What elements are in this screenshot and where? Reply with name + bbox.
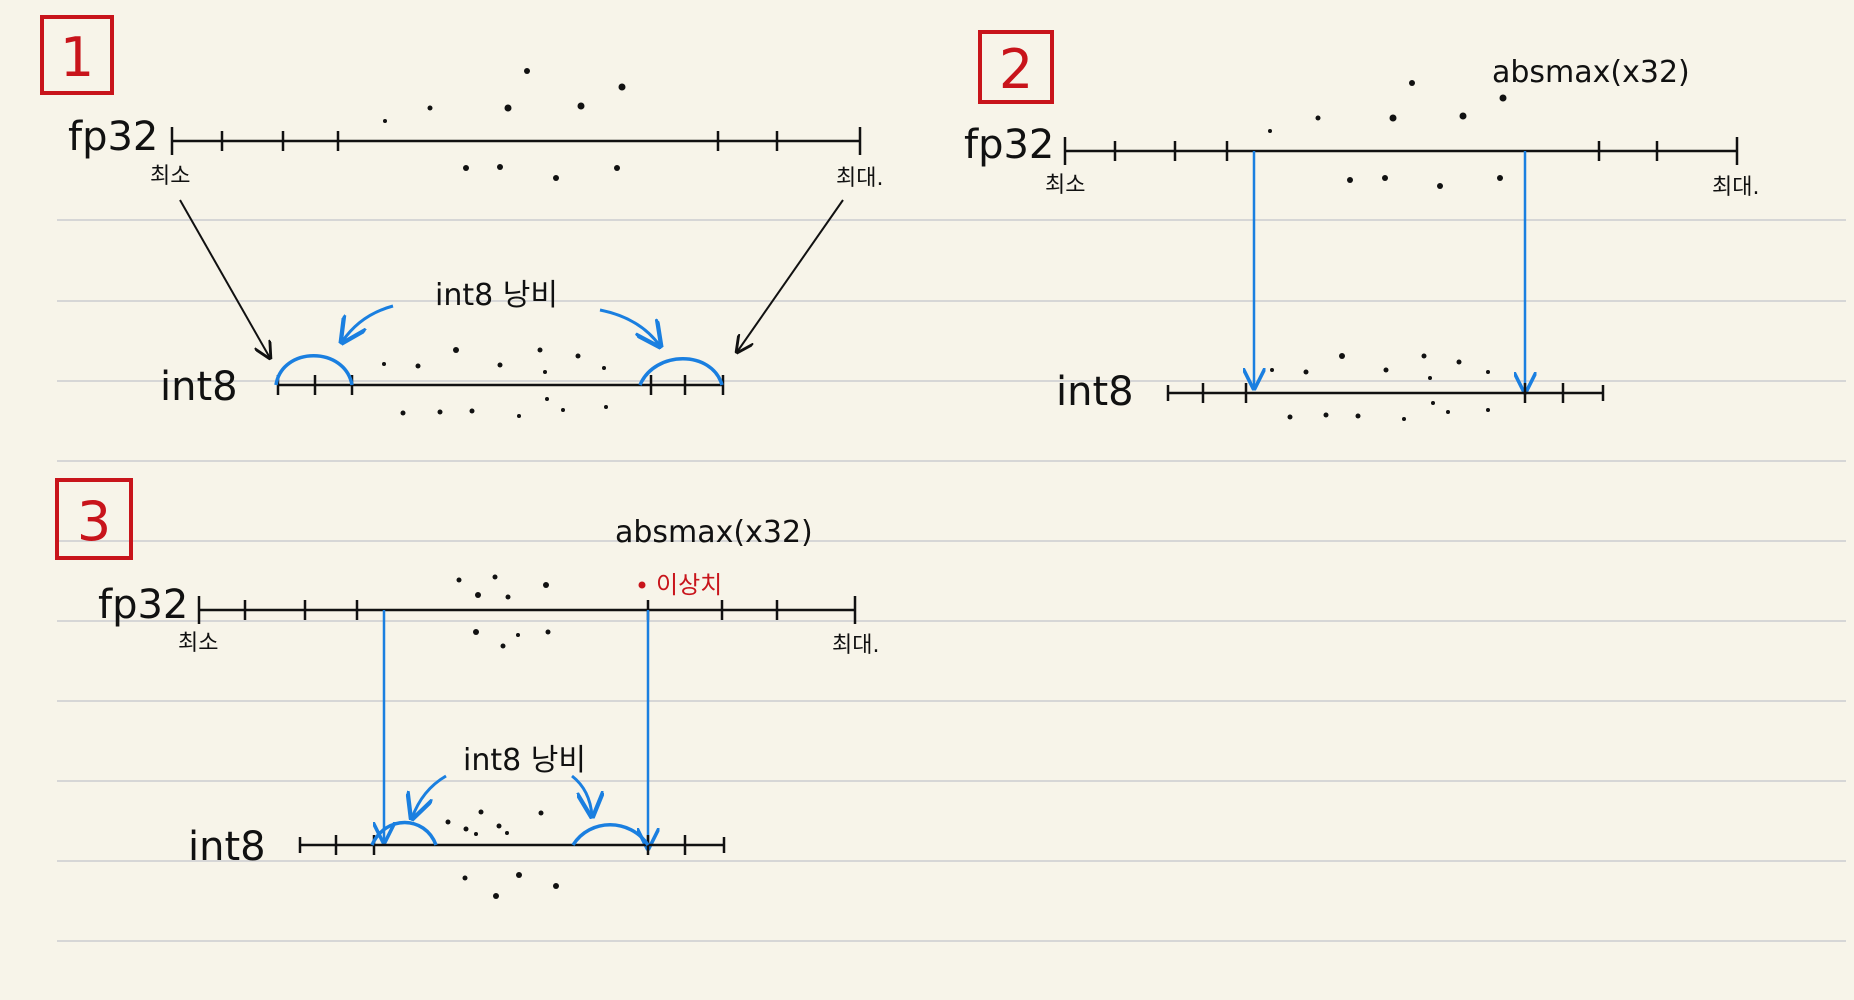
ruled-lines	[57, 219, 1846, 942]
max-label: 최대.	[1712, 175, 1759, 200]
min-label: 최소	[1045, 173, 1085, 198]
fp32-label: fp32	[98, 582, 188, 628]
panel-3: 3 absmax(x32) 이상치 fp32 최소 최대. int8 낭비	[55, 478, 879, 899]
panel-number-box	[40, 15, 114, 95]
waste-arrow-left	[342, 304, 394, 342]
fp32-axis	[170, 127, 862, 155]
int8-waste-label: int8 낭비	[463, 743, 586, 778]
panel-2: 2 absmax(x32) fp32 최소 최대. int8	[964, 30, 1759, 421]
panel-number-box	[978, 30, 1054, 104]
waste-arc-left	[274, 354, 354, 386]
mapping-arrow-left	[179, 199, 270, 358]
fp32-points	[383, 68, 626, 181]
waste-arrow-left	[412, 774, 447, 818]
fp32-points	[1268, 80, 1507, 189]
fp32-axis	[1063, 137, 1739, 165]
mapping-arrow-right	[737, 199, 844, 352]
fp32-points	[456, 574, 551, 649]
int8-points	[445, 809, 559, 899]
min-label: 최소	[150, 164, 190, 189]
waste-arrow-right	[571, 774, 592, 816]
panel-number: 2	[999, 38, 1033, 101]
int8-points	[1270, 353, 1490, 421]
int8-axis	[1166, 383, 1605, 403]
panel-number: 1	[60, 26, 94, 89]
outlier-dot	[638, 581, 646, 589]
int8-label: int8	[1056, 369, 1134, 415]
int8-label: int8	[160, 364, 238, 410]
int8-axis	[276, 375, 725, 395]
outlier-label: 이상치	[656, 571, 722, 599]
panel-number: 3	[77, 490, 111, 553]
fp32-label: fp32	[68, 114, 158, 160]
max-label: 최대.	[836, 166, 883, 191]
waste-arc-right	[638, 357, 724, 386]
int8-points	[382, 347, 608, 418]
waste-arc-left	[370, 820, 438, 846]
int8-label: int8	[188, 824, 266, 870]
max-label: 최대.	[832, 633, 879, 658]
int8-axis	[298, 835, 726, 855]
waste-arrow-right	[599, 308, 660, 346]
absmax-label: absmax(x32)	[1492, 55, 1690, 90]
absmax-label: absmax(x32)	[615, 515, 813, 550]
fp32-label: fp32	[964, 122, 1054, 168]
fp32-axis	[197, 596, 857, 624]
panel-number-box	[55, 478, 133, 560]
int8-waste-label: int8 낭비	[435, 278, 558, 313]
min-label: 최소	[178, 631, 218, 656]
waste-arc-right	[571, 823, 650, 847]
panel-1: 1 fp32 최소 최대. int8 낭비 int8	[40, 15, 883, 418]
